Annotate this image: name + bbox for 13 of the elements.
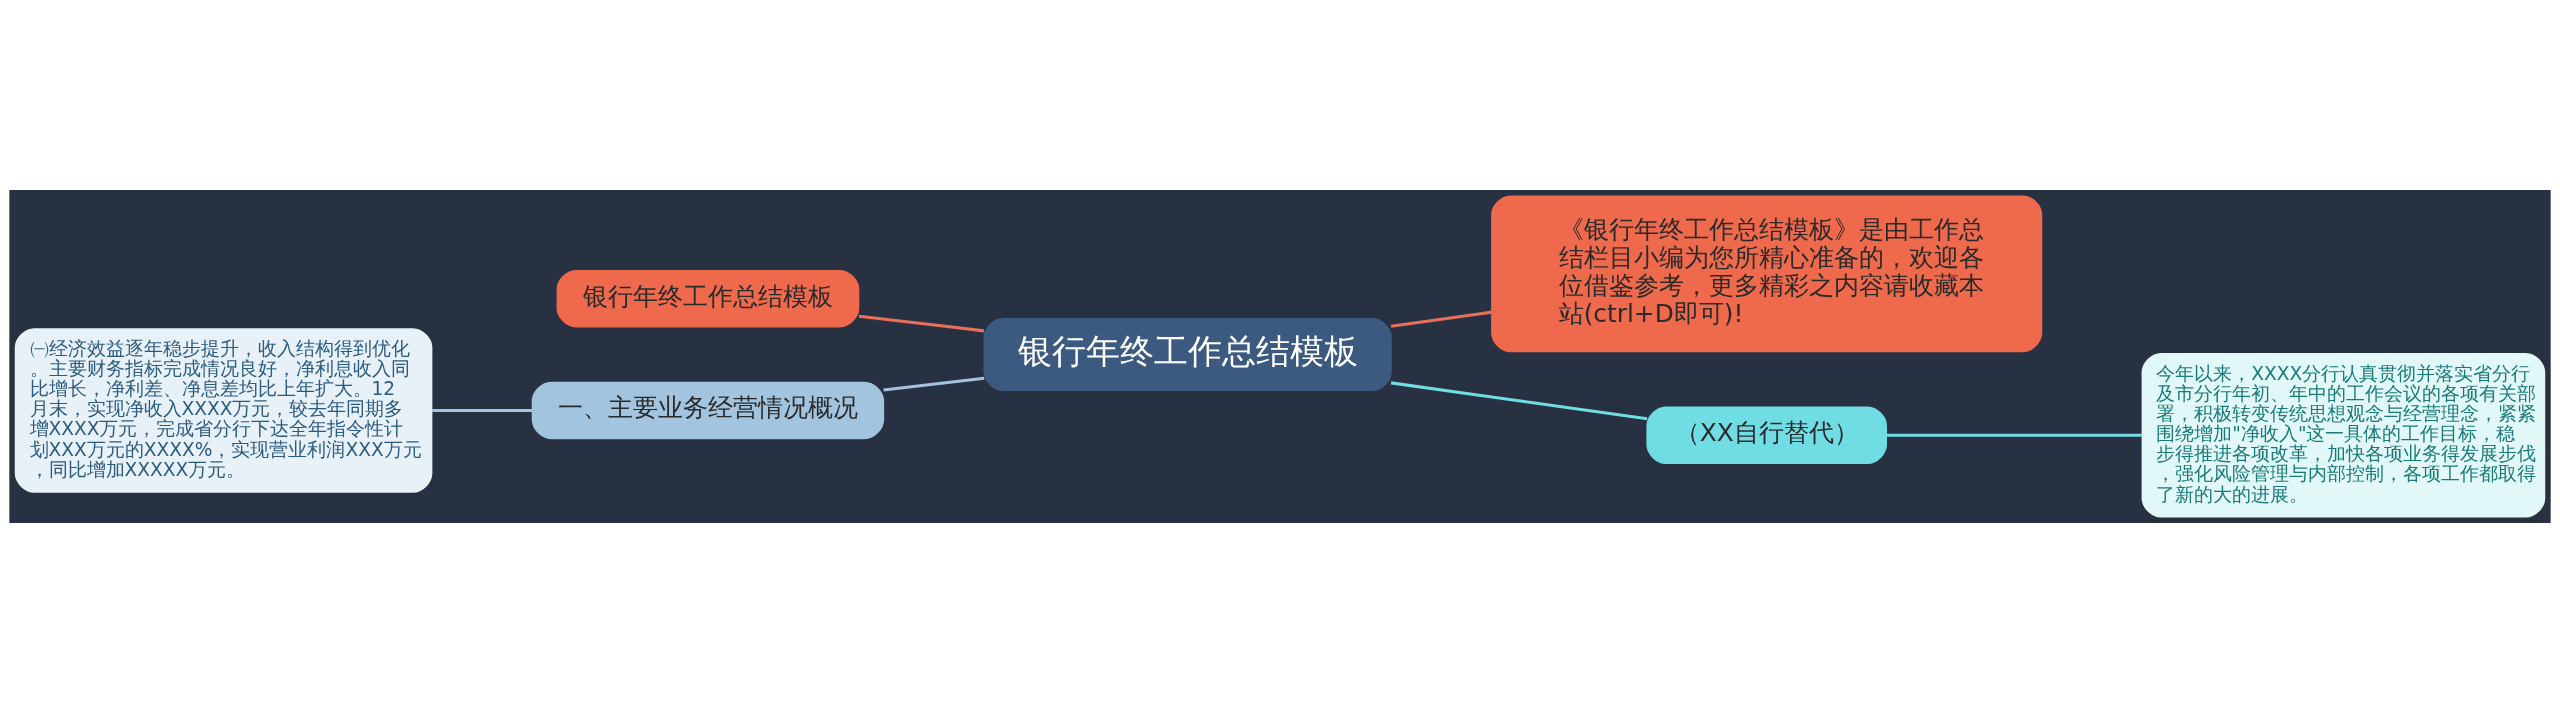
connector [883, 376, 985, 392]
node-box: ㈠经济效益逐年稳步提升，收入结构得到优化。主要财务指标完成情况良好，净利息收入同比增长，净利差、净息差均比上年扩大。12月末，实现净收入XXXX万元，较去年同期多增XXXX万元，完成省分行下达全年指令性计划XXX万元的XXXX%，实现营业利润XXX万元，同比增加XXXXX万元。 [14, 327, 433, 493]
connector [1390, 380, 1648, 420]
connector [1390, 310, 1492, 328]
connector [432, 408, 533, 412]
connector [858, 314, 984, 332]
node-box: 银行年终工作总结模板 [556, 269, 860, 327]
connector [1886, 433, 2142, 437]
node-box: （XX自行替代） [1646, 406, 1887, 464]
node-box: 《银行年终工作总结模板》是由工作总结栏目小编为您所精心准备的，欢迎各位借鉴参考，更多精彩之内容请收藏本站(ctrl+D即可)! [1491, 194, 2043, 352]
node-box: 今年以来，XXXX分行认真贯彻并落实省分行及市分行年初、年中的工作会议的各项有关部署，积极转变传统思想观念与经营理念，紧紧围绕增加"净收入"这一具体的工作目标，稳步得推进各项改革，加快各项业务得发展步伐，强化风险管理与内部控制，各项工作都取得了新的大的进展。 [2141, 352, 2546, 518]
node-box: 银行年终工作总结模板 [983, 317, 1392, 391]
node-box: 一、主要业务经营情况概况 [531, 381, 885, 439]
